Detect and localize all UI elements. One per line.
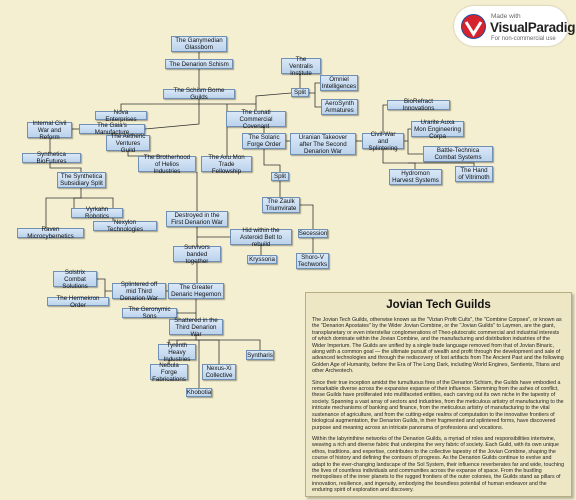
node-ventralis-institute[interactable]: The Ventralis Institute <box>281 56 321 77</box>
node-solstrix-combat[interactable]: Solstrix Combat Solutions <box>53 269 97 290</box>
connector-line <box>199 103 228 156</box>
node-raven-microcybernetics[interactable]: Raven Microcybernetics <box>17 226 84 240</box>
note-title: Jovian Tech Guilds <box>386 299 491 311</box>
node-urarite-auxa-mon[interactable]: Urarite Auxa Mon Engineering Corpa <box>411 119 464 140</box>
node-survivors-banded[interactable]: Survivors banded together <box>173 244 221 265</box>
note-paragraph: Within the labyrinthine networks of the … <box>312 435 565 494</box>
connector-line <box>196 339 261 350</box>
node-uranian-takeover[interactable]: Uranian Takeover after The Second Denari… <box>290 133 356 155</box>
node-gaias-manufacture[interactable]: The Gaia's Manufacture <box>79 122 145 136</box>
node-zaulk-triumvirate[interactable]: The Zaulk Triumvirate <box>262 197 300 213</box>
connector-line <box>120 99 200 111</box>
node-axu-mon-trade[interactable]: The Axu Mon Trade Fellowship <box>201 154 252 175</box>
node-split-upper[interactable]: Split <box>291 88 309 97</box>
connector-line <box>49 163 82 172</box>
node-hydromon-harvest[interactable]: Hydromon Harvest Systems <box>389 169 442 185</box>
note-paragraph: Since their true inception amidst the tu… <box>312 379 564 431</box>
note-paragraph: The Jovian Tech Guilds, otherwise known … <box>312 317 564 375</box>
connector-line <box>196 339 220 364</box>
watermark-badge: Made with VisualParadigm For non-commerc… <box>454 6 576 46</box>
connector-line <box>255 92 292 104</box>
node-nexus-xi[interactable]: Nexus-Xi Collective <box>202 364 236 380</box>
node-kryssoria[interactable]: Kryssoria <box>247 255 277 264</box>
node-khobotia[interactable]: Khobotia <box>186 388 212 397</box>
connector-line <box>309 82 320 94</box>
node-denarion-schism[interactable]: The Denarion Schism <box>165 59 233 69</box>
node-brotherhood-helios[interactable]: The Brotherhood of Helios Industries <box>138 154 196 175</box>
node-biorefract-innovations[interactable]: BioRefract Innovations <box>387 98 450 112</box>
connector-line <box>196 339 200 388</box>
watermark-made-with: Made with <box>491 13 521 20</box>
node-destroyed-first-war[interactable]: Destroyed in the First Denarion War <box>166 211 228 227</box>
connector-line <box>382 104 387 133</box>
connector-line <box>263 149 281 172</box>
lore-note: Jovian Tech Guilds The Jovian Tech Guild… <box>305 292 572 497</box>
node-nova-enterprises[interactable]: Nova Enterprises <box>95 109 147 123</box>
visual-paradigm-logo-icon <box>461 14 486 39</box>
connector-line <box>177 299 197 314</box>
connector-line <box>300 204 314 229</box>
node-vyrkahn-robotics[interactable]: Vyrkahn Robotics <box>71 206 123 220</box>
node-geronymic-sons[interactable]: The Geronymic Sons <box>122 306 177 320</box>
node-aetheric-ventures-guild[interactable]: The Aetheric Ventures Guild <box>106 133 150 154</box>
node-civil-war-splintering[interactable]: Civil-War and Splintering <box>362 131 404 152</box>
node-solaric-forge-order[interactable]: The Solaric Forge Order <box>242 133 286 149</box>
node-split-mid[interactable]: Split <box>271 172 289 181</box>
node-hermekron-order[interactable]: The Hermekron Order <box>47 295 109 309</box>
node-shattered-third-war[interactable]: Shattered in the Third Denarion War <box>169 317 223 338</box>
node-syntharis[interactable]: Syntharis <box>246 350 274 360</box>
node-hid-asteroid-belt[interactable]: Hid within the Asteroid Belt to rebuild <box>230 227 292 248</box>
node-hand-of-vitrimoth[interactable]: The Hand of Vitrimoth <box>455 166 493 182</box>
node-ganymedian-glassborn[interactable]: The Ganymedian Glassborn <box>171 36 227 52</box>
connector-line <box>404 128 411 142</box>
node-splintered-third-war[interactable]: Splintered off mid Third Denarion War <box>112 281 166 302</box>
connector-line <box>382 149 416 169</box>
node-shoro-v-techworks[interactable]: Shoro-V Techworks <box>296 253 329 269</box>
node-synthetica-biofutures[interactable]: Synthetica BioFutures <box>22 151 81 165</box>
node-greater-denaric-hegemon[interactable]: The Greater Denaric Hegemon <box>168 283 224 299</box>
connector-line <box>407 141 423 155</box>
node-aerosynth-armatures[interactable]: AeroSynth Armatures <box>321 99 358 115</box>
node-battle-technica[interactable]: Battle-Technica Combat Systems <box>423 146 493 162</box>
node-omniel-intelligences[interactable]: Omniel Intelligences <box>320 75 358 91</box>
node-secession[interactable]: Secession <box>298 229 328 238</box>
watermark-note: For non-commercial use <box>491 36 556 42</box>
connector-line <box>45 197 81 228</box>
connector-line <box>408 162 475 166</box>
connector-line <box>97 278 112 292</box>
node-tyrenth-heavy[interactable]: Tyrenth Heavy Industries <box>158 342 196 363</box>
node-schism-borne-guilds[interactable]: The Schism Borne Guilds <box>163 87 235 101</box>
watermark-brand: VisualParadigm <box>490 20 576 35</box>
node-lunatl-commercial-covenant[interactable]: The Lunatl Commercial Covenant <box>226 109 286 130</box>
node-internal-civil-war[interactable]: Internal Civil War and Reform <box>27 120 72 141</box>
connector-line <box>314 93 321 108</box>
node-synthetica-subsidiary-split[interactable]: The Synthetica Subsidiary Split <box>57 172 106 188</box>
connector-line <box>144 104 200 130</box>
node-nebula-forge[interactable]: Nebula Forge Fabrications <box>150 362 188 383</box>
connector-line <box>196 227 230 238</box>
node-nexylon-technologies[interactable]: Nexylon Technologies <box>93 219 157 233</box>
